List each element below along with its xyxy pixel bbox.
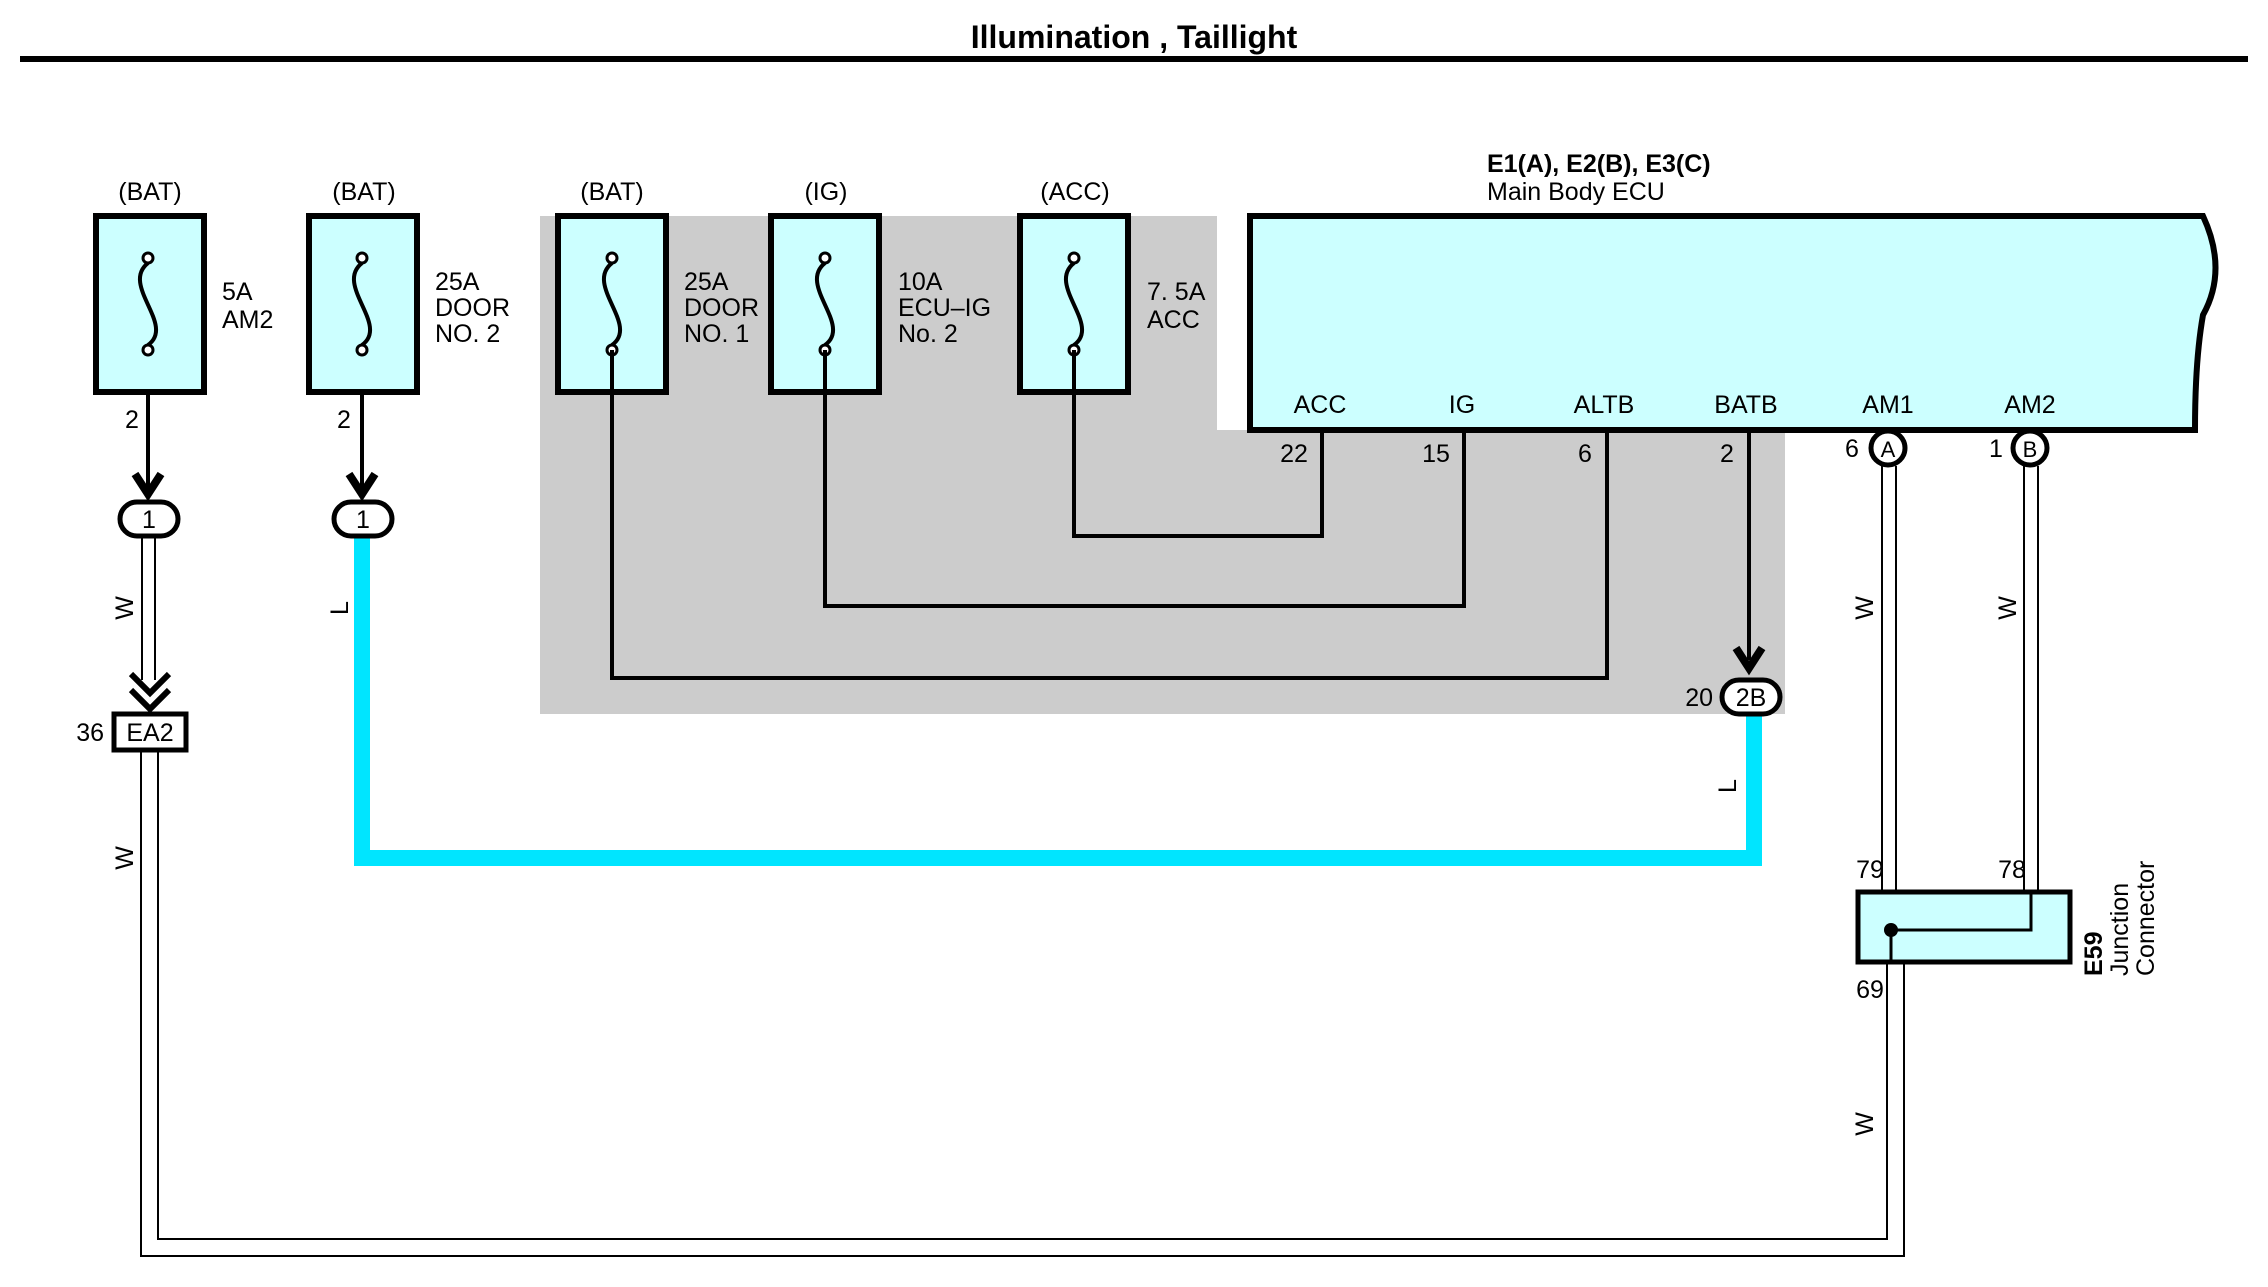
wire-ig-to-ecu [823, 350, 1466, 608]
junction-pin-in2: 78 [1998, 856, 2026, 884]
wire-label-w-am1: W [1851, 596, 1879, 620]
junction-pin-out: 69 [1856, 976, 1884, 1004]
ecu-terminal-batb: BATB [1714, 391, 1777, 419]
connector-1-door2-label: 1 [356, 506, 370, 534]
fuse-acc-source: (ACC) [1040, 178, 1109, 206]
ecu-pin-acc: 22 [1280, 440, 1308, 468]
arrow-am2-fuse [131, 471, 165, 502]
fuse-ecu-ig-source: (IG) [804, 178, 847, 206]
wire-label-l-2b: L [1714, 779, 1742, 793]
fuse-ecu-ig-rating: 10A [898, 268, 943, 296]
junction-code: E59 [2080, 932, 2108, 976]
ecu-terminal-am2: AM2 [2004, 391, 2055, 419]
ecu-connector-a-label: A [1881, 437, 1896, 462]
fuse-door-no1-name1: DOOR [684, 294, 759, 322]
diagram-title: Illumination , Taillight [971, 19, 1298, 55]
fuse-door-no1-rating: 25A [684, 268, 729, 296]
connector-2b-label: 2B [1736, 684, 1767, 712]
wire-w-ea2-bottom-inner [157, 750, 1888, 1240]
ecu-connector-b: B [2010, 428, 2050, 468]
junction-name1: Junction [2106, 883, 2134, 976]
ecu-pin-am2: 1 [1989, 435, 2003, 463]
ecu-pin-ig: 15 [1422, 440, 1450, 468]
connector-ea2-pin: 36 [76, 719, 104, 747]
arrow-door2-fuse [345, 471, 379, 502]
arrow-ea2-lower [128, 687, 172, 714]
fuse-door-no2-pin: 2 [337, 406, 351, 434]
wire-label-w-am2: W [111, 596, 139, 620]
main-body-ecu-box [1247, 213, 2219, 433]
wire-label-l-door2: L [326, 601, 354, 615]
ecu-connector-b-label: B [2023, 437, 2038, 462]
ecu-codes: E1(A), E2(B), E3(C) [1487, 150, 1711, 178]
fuse-door-no2-name1: DOOR [435, 294, 510, 322]
ecu-terminal-am1: AM1 [1862, 391, 1913, 419]
fuse-am2-rating: 5A [222, 278, 253, 306]
junction-name2: Connector [2132, 861, 2160, 976]
connector-ea2-label: EA2 [126, 719, 173, 747]
fuse-door-no2-name2: NO. 2 [435, 320, 500, 348]
connector-2b: 2B [1719, 677, 1783, 717]
fuse-am2-name: AM2 [222, 306, 273, 334]
fuse-door-no1-source: (BAT) [580, 178, 643, 206]
ecu-name: Main Body ECU [1487, 178, 1665, 206]
connector-ea2: EA2 [111, 711, 189, 753]
ecu-terminal-altb: ALTB [1574, 391, 1635, 419]
fuse-acc-rating: 7. 5A [1147, 278, 1206, 306]
fuse-am2-pin: 2 [125, 406, 139, 434]
ecu-connector-a: A [1868, 428, 1908, 468]
wire-l-door2-to-2b [354, 535, 1762, 866]
connector-1-am2-label: 1 [142, 506, 156, 534]
ecu-pin-altb: 6 [1578, 440, 1592, 468]
wire-w-ea2-bottom-outer [140, 750, 1905, 1257]
connector-2b-pin: 20 [1685, 684, 1713, 712]
wire-label-w-junction-out: W [1851, 1112, 1879, 1136]
ecu-terminal-acc: ACC [1294, 391, 1347, 419]
fuse-acc-name: ACC [1147, 306, 1200, 334]
fuse-door-no2: (BAT) 25A DOOR NO. 2 2 [306, 178, 510, 434]
fuse-door-no2-source: (BAT) [332, 178, 395, 206]
fuse-am2-source: (BAT) [118, 178, 181, 206]
fuse-door-no1-name2: NO. 1 [684, 320, 749, 348]
arrow-batb [1732, 645, 1766, 676]
junction-pin-in1: 79 [1856, 856, 1884, 884]
wire-label-w-ea2: W [111, 846, 139, 870]
wire-label-w-am2-ecu: W [1994, 596, 2022, 620]
wire-door1-to-altb [610, 350, 1609, 680]
arrow-ea2-upper [128, 671, 172, 698]
fuse-ecu-ig-name2: No. 2 [898, 320, 958, 348]
fuse-ecu-ig-name1: ECU–IG [898, 294, 991, 322]
junction-connector-e59 [1855, 889, 2073, 965]
fuse-door-no2-rating: 25A [435, 268, 480, 296]
connector-1-am2: 1 [117, 499, 181, 539]
ecu-terminal-ig: IG [1449, 391, 1475, 419]
ecu-pin-batb: 2 [1720, 440, 1734, 468]
ecu-pin-am1: 6 [1845, 435, 1859, 463]
fuse-am2: (BAT) 5A AM2 2 [93, 178, 273, 434]
connector-1-door2: 1 [331, 499, 395, 539]
wire-acc-to-ecu [1072, 350, 1324, 538]
